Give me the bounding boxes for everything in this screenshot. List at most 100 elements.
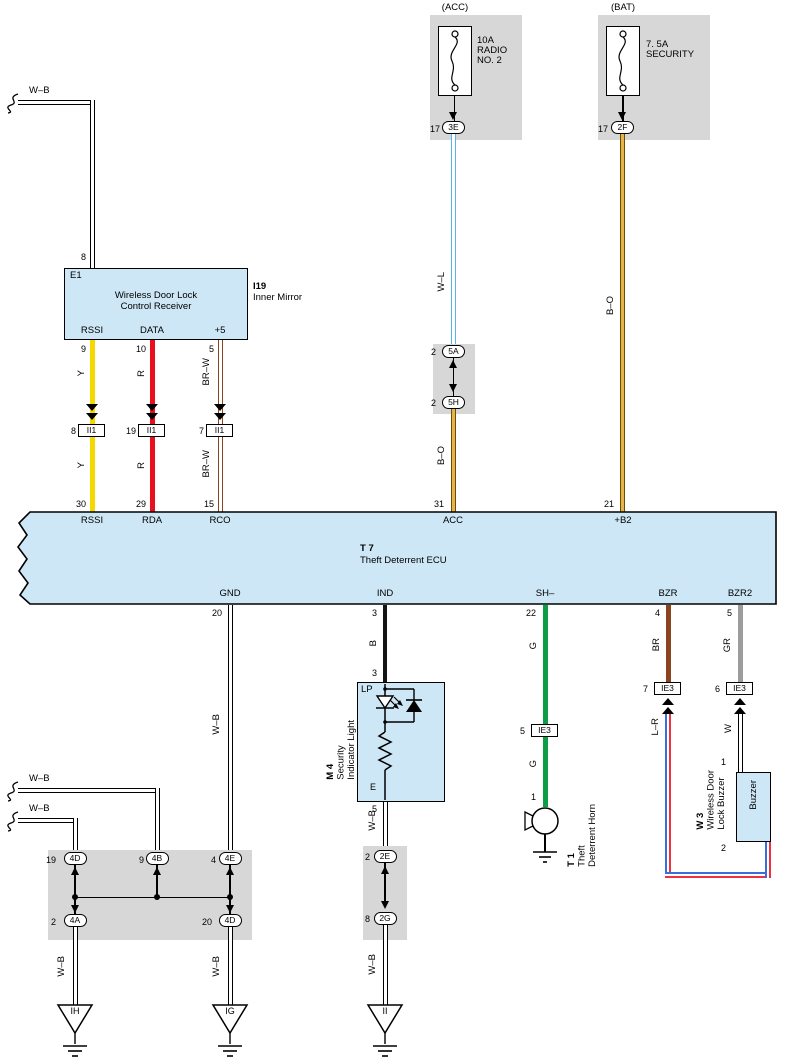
buzzer-br-conn-pin-number: 7 <box>642 684 648 694</box>
wire-label-y-1: Y <box>76 370 87 377</box>
ii1-pin-rssi-number: 8 <box>70 426 76 436</box>
ecu-pin-rco-number: 15 <box>203 499 214 509</box>
receiver-pin-5-number: 5 <box>208 344 214 354</box>
connector-4a: 4A <box>63 914 87 927</box>
wire-5v-brw-2 <box>217 437 223 512</box>
junction-5a5h-line <box>452 358 455 398</box>
wire-lr-v1 <box>665 714 671 877</box>
wire-label-r-2: R <box>136 462 147 469</box>
wire-label-wb-ih: W–B <box>56 956 67 977</box>
conn-2e-pin-number: 2 <box>364 852 370 862</box>
ecu-pin-b2-number: 21 <box>603 499 614 509</box>
buzzer-pin1-number: 1 <box>720 757 726 767</box>
wire-wb-off2-v <box>72 818 78 854</box>
connector-ie3-bzr2: IE3 <box>726 682 753 695</box>
ground-label-ii: II <box>382 1006 388 1016</box>
ground-symbol-ig <box>211 1004 249 1057</box>
horn-pin-number: 1 <box>530 792 536 802</box>
receiver-pin-data-number: 10 <box>135 344 146 354</box>
buzzer-pin2-number: 2 <box>720 843 726 853</box>
ecu-pin-b2-name: +B2 <box>614 515 632 526</box>
wire-lr-h <box>665 872 771 878</box>
connector-ii1-5v: II1 <box>206 424 233 437</box>
ecu-pin-bzr2-name: BZR2 <box>727 588 753 599</box>
wire-rssi-yellow-2 <box>89 437 95 512</box>
wire-label-r-1: R <box>136 370 147 377</box>
ecu-pin-sh-name: SH– <box>535 588 555 599</box>
connector-4d-bottom: 4D <box>218 914 242 927</box>
ecu-pin-ind-number: 3 <box>371 608 377 618</box>
wire-wb-off1-h <box>18 788 157 793</box>
junction-dot <box>72 894 78 900</box>
wire-rssi-yellow-1 <box>89 340 95 425</box>
buzzer-gr-conn-pin-number: 6 <box>714 684 720 694</box>
receiver-box <box>64 268 248 340</box>
lp-terminal-e: E <box>370 782 377 792</box>
connector-2e: 2E <box>373 850 397 863</box>
wire-bzr-brown <box>665 605 671 682</box>
wire-wb-off1-v <box>154 788 160 854</box>
horn-name2: Deterrent Horn <box>587 804 598 867</box>
wire-label-g-2: G <box>528 760 539 768</box>
horn-conn-pin-number: 5 <box>519 726 525 736</box>
wire-label-lr: L–R <box>650 718 661 736</box>
lp-pin-top-number: 3 <box>371 668 377 678</box>
wire-label-wb-off2: W–B <box>29 803 50 814</box>
wire-gnd-wb-1 <box>227 605 233 854</box>
ecu-pin-gnd-name: GND <box>219 588 241 599</box>
junction-line-b <box>156 865 158 898</box>
junction-pin2-number: 2 <box>50 917 56 927</box>
fuse-bat-drop-line <box>622 96 624 122</box>
junction-dot <box>154 894 160 900</box>
ecu-ref: T 7 <box>360 543 374 554</box>
junction-dot <box>227 894 233 900</box>
ii1-pin-5v-number: 7 <box>198 426 204 436</box>
buzzer-label: W 3 Wireless Door Lock Buzzer <box>695 770 728 830</box>
wire-label-wl: W–L <box>436 272 447 292</box>
junction-bus <box>74 896 231 898</box>
wire-wb-top-v <box>89 100 95 268</box>
wire-label-br: BR <box>651 638 662 652</box>
wire-label-ind-wb-2: W–B <box>367 954 378 975</box>
junction-pin20-number: 20 <box>201 917 212 927</box>
chevron-up-icon <box>733 698 746 714</box>
connector-4d-top: 4D <box>63 852 87 865</box>
ecu-box <box>17 511 777 605</box>
led-resistor-symbol <box>375 684 422 800</box>
wire-label-g-1: G <box>528 642 539 650</box>
receiver-ref: I19 <box>253 281 267 292</box>
offpage-squiggle-top <box>7 93 19 114</box>
arrow-up-icon <box>380 866 389 874</box>
lp-pin-bottom-number: 5 <box>371 804 377 814</box>
wire-label-wb-top: W–B <box>29 85 50 96</box>
wire-label-b: B <box>368 640 379 647</box>
receiver-pin-rssi-name: RSSI <box>80 325 104 336</box>
buzzer-name2: Lock Buzzer <box>716 777 727 830</box>
connector-5h: 5H <box>442 396 465 409</box>
arrow-down-icon <box>449 384 457 392</box>
wire-label-bo-acc: B–O <box>436 446 447 466</box>
ecu-pin-bzr-name: BZR <box>658 588 678 599</box>
junction-line-c <box>229 865 231 898</box>
ecu-pin-gnd-number: 20 <box>211 608 222 618</box>
conn-5a-pin-number: 2 <box>430 347 436 357</box>
wire-sh-green-1 <box>542 605 548 725</box>
wire-5v-brw-1 <box>217 340 223 425</box>
buzzer-inner-label: Buzzer <box>748 780 759 810</box>
ground-label-ig: IG <box>225 1006 235 1016</box>
wire-label-bo-bat: B–O <box>605 296 616 316</box>
junction-2e2g-line <box>384 863 386 907</box>
fuse-bat-arrow-down <box>618 112 626 120</box>
chevron-down-icon <box>214 404 226 420</box>
ground-symbol-ii <box>366 1004 404 1057</box>
receiver-pin-5-name: +5 <box>214 325 226 336</box>
fuse-acc-drop-line <box>453 96 455 122</box>
arrow-down-icon <box>380 901 389 909</box>
ecu-pin-rco-name: RCO <box>209 515 231 526</box>
indicator-light-name2: Indicator Light <box>346 720 357 780</box>
connector-ii1-rssi: II1 <box>78 424 105 437</box>
fuse-bat-rating: 7. 5A <box>646 39 669 50</box>
wire-label-wb-ig: W–B <box>211 956 222 977</box>
ecu-pin-acc-name: ACC <box>442 515 464 526</box>
